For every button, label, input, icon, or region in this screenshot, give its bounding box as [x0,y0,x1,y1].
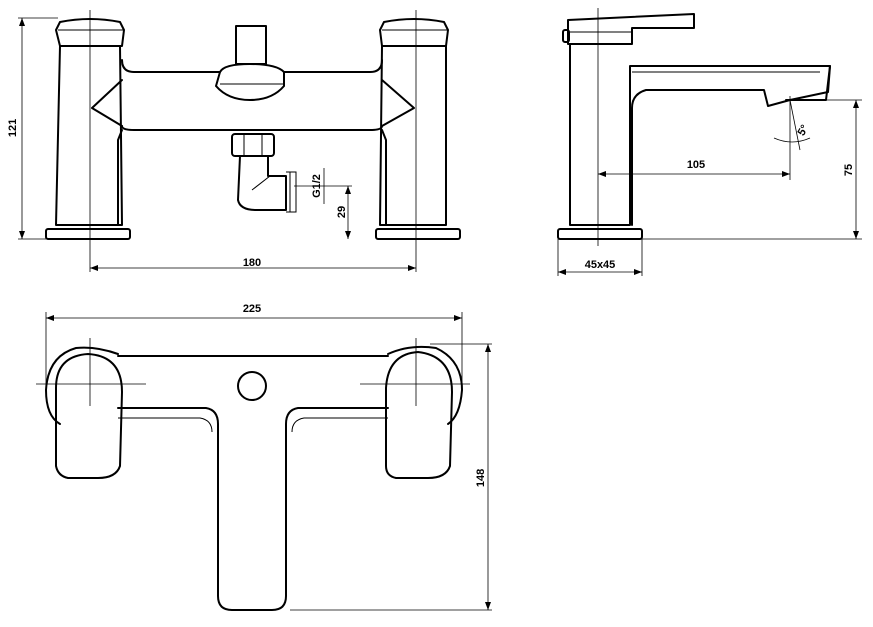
dim-connection-thread: G1/2 [311,174,323,198]
dim-spout-height: 75 [843,164,855,176]
front-view [18,10,461,272]
dim-front-height: 121 [7,119,19,137]
side-view [557,8,862,276]
dim-base-size: 45x45 [585,259,616,271]
dim-connection-height: 29 [336,206,348,218]
dim-spout-angle: 5° [796,123,812,138]
dim-front-width: 180 [243,257,261,269]
dim-side-reach: 105 [687,159,705,171]
dim-top-depth: 148 [475,469,487,487]
dim-top-width: 225 [243,303,261,315]
top-view [36,312,492,611]
